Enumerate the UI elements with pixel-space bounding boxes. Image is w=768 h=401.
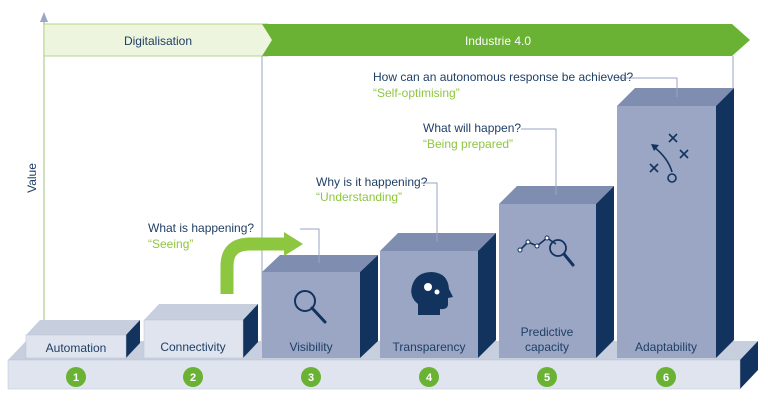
- stage-box-automation: [25, 320, 140, 359]
- callout-question-transparency: Why is it happening?: [316, 175, 428, 189]
- stage-label-adaptability: Adaptability: [635, 340, 697, 354]
- stage-number: 6: [663, 372, 669, 384]
- stage-box-visibility: [262, 255, 378, 358]
- callout-answer-predictive: “Being prepared”: [423, 137, 513, 151]
- digitalisation-band: [43, 23, 279, 345]
- callout-answer-adaptability: “Self-optimising”: [373, 86, 460, 100]
- callout-leader: [421, 182, 438, 242]
- industrie-label: Industrie 4.0: [465, 34, 531, 48]
- callout-answer-transparency: “Understanding”: [316, 190, 402, 204]
- stage-number-badge: 2: [183, 367, 203, 387]
- stage-box-predictive: [499, 186, 614, 358]
- callout-answer-visibility: “Seeing”: [148, 237, 193, 251]
- stage-label-predictive-line2: capacity: [525, 340, 569, 354]
- curved-arrow-icon: [220, 232, 303, 294]
- trend-magnifier-icon: [517, 235, 575, 267]
- stage-number-badge: 4: [419, 367, 439, 387]
- stage-number-badge: 1: [66, 367, 86, 387]
- stage-label-transparency: Transparency: [393, 340, 466, 354]
- strategy-play-icon: [649, 133, 689, 183]
- callout-question-visibility: What is happening?: [148, 221, 254, 235]
- head-gears-icon: [411, 272, 453, 315]
- stage-number: 3: [308, 372, 314, 384]
- callout-leader: [617, 77, 678, 97]
- stage-label-connectivity: Connectivity: [160, 340, 225, 354]
- stage-number-badge: 5: [537, 367, 557, 387]
- stage-label-automation: Automation: [46, 341, 107, 355]
- magnifier-icon: [294, 290, 327, 324]
- stage-label-visibility: Visibility: [289, 340, 332, 354]
- stage-number: 2: [190, 372, 196, 384]
- callout-question-adaptability: How can an autonomous response be achiev…: [373, 70, 634, 84]
- callout-question-predictive: What will happen?: [423, 121, 521, 135]
- y-axis-label: Value: [25, 163, 39, 193]
- digitalisation-label: Digitalisation: [124, 34, 192, 48]
- stage-number: 4: [426, 372, 433, 384]
- stage-box-adaptability: [617, 88, 734, 358]
- callout-leader: [521, 128, 557, 195]
- stage-number-badge: 6: [656, 367, 676, 387]
- stage-number: 5: [544, 372, 550, 384]
- stage-number-badge: 3: [301, 367, 321, 387]
- callout-leader: [300, 228, 320, 263]
- stage-label-predictive-line1: Predictive: [521, 325, 574, 339]
- stage-box-connectivity: [143, 304, 258, 359]
- stage-number: 1: [73, 372, 79, 384]
